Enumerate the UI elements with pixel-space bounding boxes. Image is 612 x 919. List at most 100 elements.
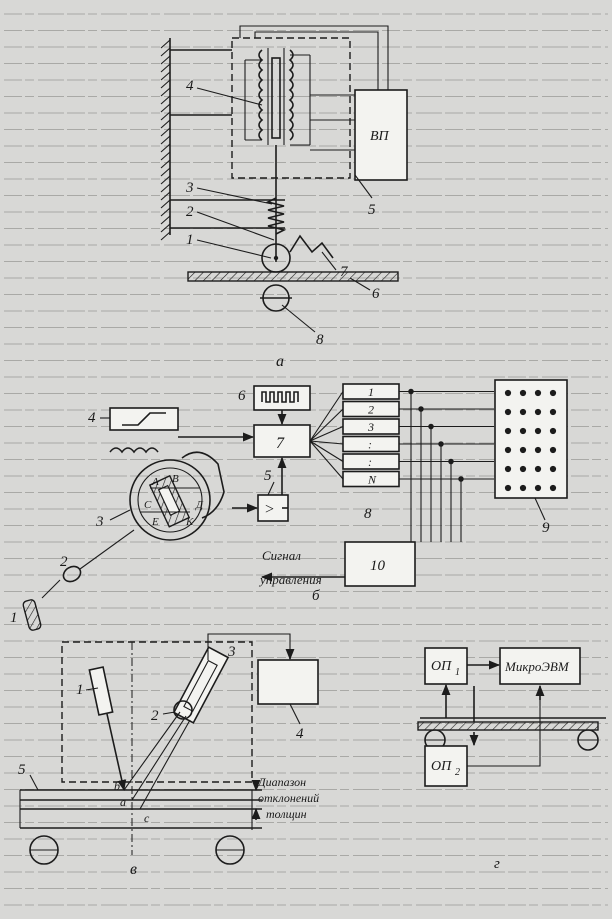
callout-a-4: 4 xyxy=(186,78,194,94)
caption-b: б xyxy=(312,588,320,604)
matrix-dot xyxy=(549,408,557,416)
point-a: a xyxy=(120,795,126,809)
point-c: c xyxy=(144,811,150,825)
matrix-dot xyxy=(504,389,512,397)
control-block-10 xyxy=(344,541,416,587)
op2-label: ОП xyxy=(431,759,452,774)
caption-a: а xyxy=(276,353,284,370)
callout-v-1: 1 xyxy=(76,682,84,698)
callout-b-2: 2 xyxy=(60,554,68,570)
transducer-housing xyxy=(231,37,351,179)
matrix-dot xyxy=(534,427,542,435)
point-b: b xyxy=(114,779,120,793)
sensor-letter: К xyxy=(185,516,194,528)
matrix-dot xyxy=(519,427,527,435)
callout-a-3: 3 xyxy=(185,180,194,196)
lens-2 xyxy=(62,565,82,583)
callout-a-8: 8 xyxy=(316,332,324,348)
callout-a-5: 5 xyxy=(368,202,376,218)
diagram-g: ОП 1 МикроЭВМ ОП 2 г xyxy=(417,647,606,872)
callout-v-4: 4 xyxy=(296,726,304,742)
callout-b-6: 6 xyxy=(238,388,246,404)
matrix-dot xyxy=(534,446,542,454)
caption-g: г xyxy=(494,856,500,872)
sensor-letter: С xyxy=(144,499,152,511)
microcomputer-label: МикроЭВМ xyxy=(504,659,570,674)
instrument-housing xyxy=(61,641,253,783)
matrix-dot xyxy=(519,389,527,397)
receiver-3 xyxy=(172,646,230,724)
callout-b-7: 7 xyxy=(276,435,285,452)
op2-block xyxy=(424,745,468,787)
callout-v-2: 2 xyxy=(151,708,159,724)
strip-6 xyxy=(187,271,399,282)
emitter-1 xyxy=(88,666,114,716)
microcomputer-block xyxy=(499,647,581,685)
sensor-letter: В xyxy=(172,473,179,485)
matrix-dot xyxy=(519,484,527,492)
matrix-dot xyxy=(519,446,527,454)
matrix-dot xyxy=(549,446,557,454)
matrix-dot xyxy=(534,389,542,397)
vp-label: ВП xyxy=(370,129,390,144)
sensor-letter: А xyxy=(151,476,159,488)
callout-b-4: 4 xyxy=(88,410,96,426)
range-label-3: толщин xyxy=(266,807,307,821)
matrix-dot xyxy=(549,427,557,435)
control-signal-label-1: Сигнал xyxy=(262,548,301,563)
matrix-dot xyxy=(504,446,512,454)
callout-b-9: 9 xyxy=(542,520,550,536)
op1-block xyxy=(424,647,468,685)
range-label-2: отклонений xyxy=(258,791,319,805)
spring-3 xyxy=(265,197,287,235)
caption-v: в xyxy=(130,861,137,878)
channel-label: 3 xyxy=(367,420,374,434)
vp-block xyxy=(354,89,408,181)
op1-label: ОП xyxy=(431,659,452,674)
op2-subscript: 2 xyxy=(455,767,460,778)
matrix-dot xyxy=(549,484,557,492)
matrix-dot xyxy=(519,408,527,416)
channel-label: : xyxy=(368,438,372,452)
control-signal-label-2: управления xyxy=(258,572,322,587)
sensor-letter: Е xyxy=(151,516,159,528)
channel-label: N xyxy=(367,473,377,487)
matrix-dot xyxy=(549,465,557,473)
diagram-b: 4 6 7 123::N 8 9 10 Сигнал управления б … xyxy=(10,379,568,631)
matrix-dot xyxy=(519,465,527,473)
callout-b-10: 10 xyxy=(370,558,386,574)
matrix-dot xyxy=(504,484,512,492)
channel-stack-8: 123::N xyxy=(342,383,400,488)
channel-label: : xyxy=(368,455,372,469)
callout-v-5: 5 xyxy=(18,762,26,778)
dot-matrix-display-9 xyxy=(494,379,568,499)
diagram-v: 1 2 3 4 Диапазон отклонений толщин 5 b xyxy=(18,633,319,878)
channel-label: 2 xyxy=(368,403,374,417)
matrix-dot xyxy=(534,465,542,473)
callout-a-2: 2 xyxy=(186,204,194,220)
callout-b-3: 3 xyxy=(95,514,104,530)
matrix-dot xyxy=(504,427,512,435)
callout-a-6: 6 xyxy=(372,286,380,302)
processor-block-4 xyxy=(257,659,319,705)
matrix-dot xyxy=(504,408,512,416)
callout-b-8: 8 xyxy=(364,506,372,522)
matrix-dot xyxy=(534,408,542,416)
op1-subscript: 1 xyxy=(455,667,460,678)
lamp-1 xyxy=(22,599,42,631)
diagram-a: ВП 4 3 2 1 5 7 6 xyxy=(160,25,408,370)
matrix-dot xyxy=(504,465,512,473)
callout-a-1: 1 xyxy=(186,232,194,248)
callout-b-1: 1 xyxy=(10,610,18,626)
callout-a-7: 7 xyxy=(340,264,349,280)
callout-v-3: 3 xyxy=(227,644,236,660)
callout-b-5: 5 xyxy=(264,468,272,484)
comparator-symbol: > xyxy=(265,501,274,518)
wall-hatch xyxy=(160,39,171,241)
channel-label: 1 xyxy=(368,385,374,399)
matrix-dot xyxy=(549,389,557,397)
lens-2-v xyxy=(173,700,193,720)
strip-g xyxy=(417,721,599,731)
